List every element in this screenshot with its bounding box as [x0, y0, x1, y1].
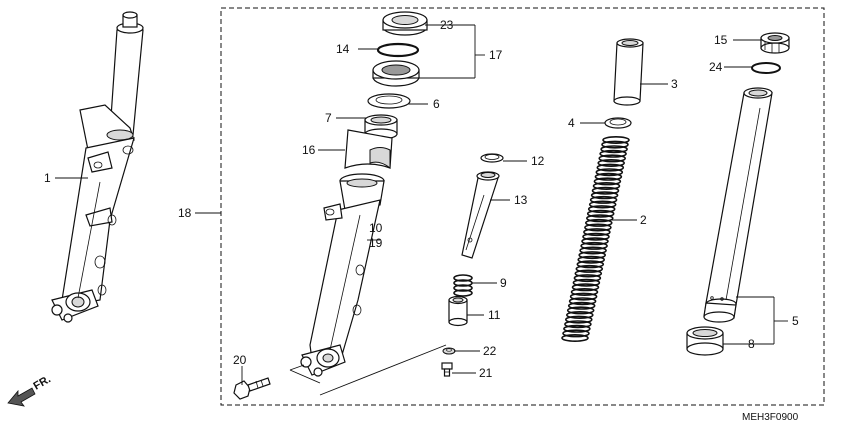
callout-2: 2	[640, 213, 647, 227]
spring-coil	[579, 246, 607, 255]
spring-coil	[583, 228, 611, 237]
spring-coil	[584, 223, 612, 232]
spacer-pipe-part-3[interactable]	[613, 38, 644, 106]
callout-19: 19	[369, 236, 383, 250]
fork-bolt-part-15[interactable]	[760, 32, 790, 54]
callout-8: 8	[748, 337, 755, 351]
rebound-spring-part-9[interactable]	[453, 274, 473, 297]
spring-coil	[561, 333, 589, 342]
spring-coil	[582, 232, 610, 241]
front-direction-arrow-icon: FR.	[7, 373, 53, 407]
spring-coil	[564, 320, 592, 329]
spring-coil	[601, 140, 629, 149]
spring-coil	[591, 186, 620, 195]
spring-seat-part-4[interactable]	[604, 117, 632, 129]
callout-1: 1	[44, 171, 51, 185]
callout-11: 11	[488, 308, 501, 322]
callout-6: 6	[433, 97, 440, 111]
callout-20: 20	[233, 353, 247, 367]
spring-coil	[573, 274, 602, 283]
callout-4: 4	[568, 116, 575, 130]
spring-coil	[570, 287, 599, 296]
spring-coil	[572, 278, 601, 287]
fork-slider-part-10[interactable]	[300, 173, 385, 377]
spring-coil	[578, 251, 607, 260]
socket-bolt-part-21[interactable]	[441, 362, 453, 377]
stopper-ring-part-14[interactable]	[376, 42, 420, 58]
spring-coil	[566, 306, 595, 315]
front-direction-label: FR.	[32, 373, 53, 392]
callout-10: 10	[369, 221, 383, 235]
spring-coil	[568, 297, 597, 306]
spring-coil	[588, 200, 617, 209]
spring-coil	[589, 195, 618, 204]
spring-coil	[580, 241, 608, 250]
spring-coil	[577, 255, 606, 264]
oil-lock-piece-part-11[interactable]	[448, 295, 468, 327]
fork-pipe-bushing-part-8[interactable]	[686, 326, 724, 356]
spring-coil	[574, 269, 603, 278]
spring-coil	[571, 283, 600, 292]
spring-coil	[585, 214, 614, 223]
spring-coil	[586, 209, 615, 218]
callout-labels: 1 2 3 4 5 6 7 8 9 10 11 12 13 14 15 16 1…	[44, 18, 799, 380]
sealing-washer-part-22[interactable]	[442, 347, 456, 355]
callout-17: 17	[489, 48, 503, 62]
spring-coil	[563, 324, 591, 333]
spring-coil	[564, 315, 593, 324]
spring-coil	[576, 260, 605, 269]
callout-7: 7	[325, 111, 332, 125]
spring-coil	[598, 154, 627, 163]
group-frame	[220, 7, 825, 406]
callout-24: 24	[709, 60, 723, 74]
o-ring-part-24[interactable]	[751, 62, 781, 74]
fork-piston-part-13[interactable]	[461, 171, 500, 259]
callout-14: 14	[336, 42, 350, 56]
callout-15: 15	[714, 33, 728, 47]
spring-coil	[592, 182, 621, 191]
spring-coil	[595, 168, 624, 177]
spring-coil	[596, 163, 625, 172]
spring-coil	[593, 177, 622, 186]
fork-pipe-part-5[interactable]	[703, 87, 773, 323]
callout-21: 21	[479, 366, 493, 380]
spring-coil	[581, 237, 609, 246]
spring-coil	[597, 159, 626, 168]
oil-seal[interactable]	[372, 60, 420, 87]
callout-3: 3	[671, 77, 678, 91]
callout-22: 22	[483, 344, 497, 358]
axle-bolt-part-20[interactable]	[233, 377, 271, 400]
spring-coil	[599, 149, 627, 158]
dust-seal-part-23[interactable]	[382, 11, 428, 36]
fork-assembly-part-1[interactable]	[51, 11, 144, 323]
fork-spring-part-2[interactable]	[561, 136, 630, 342]
spring-coil	[590, 191, 619, 200]
spring-coil	[602, 136, 630, 145]
spring-coil	[584, 218, 613, 227]
spring-coil	[567, 301, 596, 310]
fork-protector-part-16[interactable]	[344, 129, 393, 170]
diagram-code: MEH3F0900	[742, 412, 799, 423]
callout-5: 5	[792, 314, 799, 328]
callout-12: 12	[531, 154, 545, 168]
spring-coil	[565, 310, 594, 319]
spring-coil	[569, 292, 598, 301]
callout-13: 13	[514, 193, 528, 207]
spring-coil	[562, 329, 590, 338]
back-up-ring-part-6[interactable]	[367, 93, 411, 109]
spring-coil	[587, 205, 616, 214]
spring-coil	[575, 264, 604, 273]
spring-coil	[600, 145, 628, 154]
callout-9: 9	[500, 276, 507, 290]
leader-lines	[55, 24, 788, 396]
callout-23: 23	[440, 18, 454, 32]
callout-18: 18	[178, 206, 192, 220]
callout-16: 16	[302, 143, 316, 157]
piston-ring-part-12[interactable]	[480, 153, 504, 163]
spring-coil	[594, 172, 623, 181]
